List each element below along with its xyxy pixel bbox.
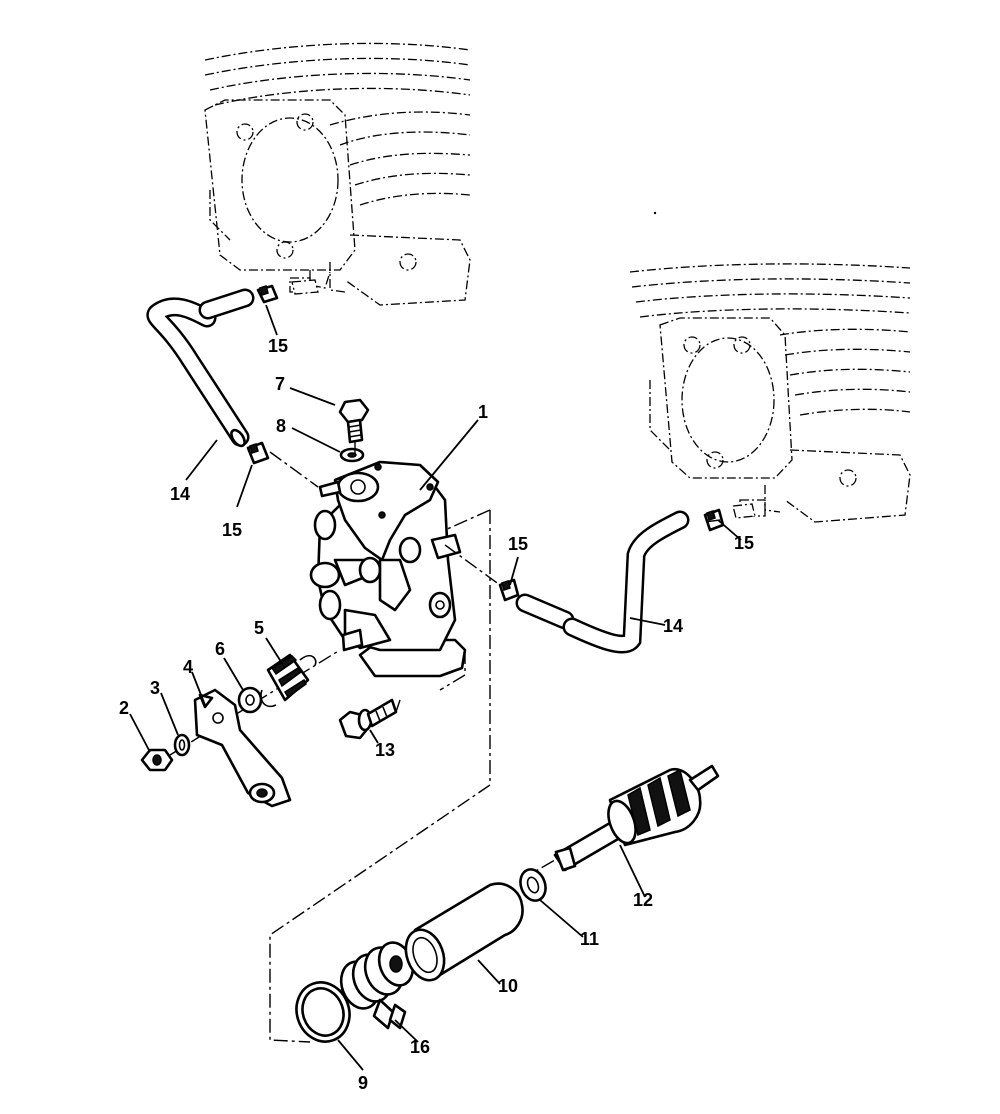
mounting-bolt xyxy=(338,698,398,740)
sealing-washer xyxy=(339,447,365,463)
hose-clamp-left xyxy=(246,441,270,465)
thrust-washer xyxy=(519,868,547,902)
drive-sleeve xyxy=(404,882,524,982)
banjo-bolt xyxy=(338,398,370,444)
worm-gear xyxy=(339,941,415,1030)
hose-clamp-mid xyxy=(498,578,520,602)
callout-2: 2 xyxy=(119,698,129,718)
pump-drive-shaft xyxy=(553,764,720,872)
oil-pump-body xyxy=(309,460,467,678)
callout-8: 8 xyxy=(276,416,286,436)
callout-16: 16 xyxy=(410,1037,430,1057)
engine-cylinder-left-phantom xyxy=(204,42,471,306)
leader-lines xyxy=(129,304,742,1071)
callout-labels: 1 2 3 4 5 6 7 8 9 10 11 12 13 14 14 15 1… xyxy=(119,336,754,1093)
short-hose-top xyxy=(198,288,255,320)
callout-15-left: 15 xyxy=(222,520,242,540)
lever-axis xyxy=(169,649,341,756)
callout-11: 11 xyxy=(580,929,599,949)
callout-4: 4 xyxy=(183,657,193,677)
callout-9: 9 xyxy=(358,1073,368,1093)
flat-washer xyxy=(237,686,263,714)
lock-washer xyxy=(173,733,191,757)
callout-5: 5 xyxy=(254,618,264,638)
callout-13: 13 xyxy=(375,740,395,760)
callout-1: 1 xyxy=(478,402,488,422)
short-hose-mid xyxy=(515,593,575,630)
oil-hose-right xyxy=(562,510,690,654)
callout-7: 7 xyxy=(275,374,285,394)
hose-clamp-top xyxy=(256,284,279,304)
callout-15-top: 15 xyxy=(268,336,288,356)
callout-14-right: 14 xyxy=(663,616,683,636)
callout-15-right: 15 xyxy=(734,533,754,553)
callout-15-mid: 15 xyxy=(508,534,528,554)
engine-cylinder-right-phantom xyxy=(629,263,911,523)
oil-hose-left xyxy=(146,297,250,448)
phantom-reference-box xyxy=(269,510,491,1043)
pump-control-lever xyxy=(193,688,292,808)
callout-10: 10 xyxy=(498,976,518,996)
hose-clamp-right xyxy=(703,508,725,532)
callout-14-left: 14 xyxy=(170,484,190,504)
hex-nut xyxy=(140,748,174,772)
callout-12: 12 xyxy=(633,890,653,910)
return-spring xyxy=(260,653,317,708)
callout-6: 6 xyxy=(215,639,225,659)
o-ring xyxy=(295,981,351,1043)
callout-3: 3 xyxy=(150,678,160,698)
